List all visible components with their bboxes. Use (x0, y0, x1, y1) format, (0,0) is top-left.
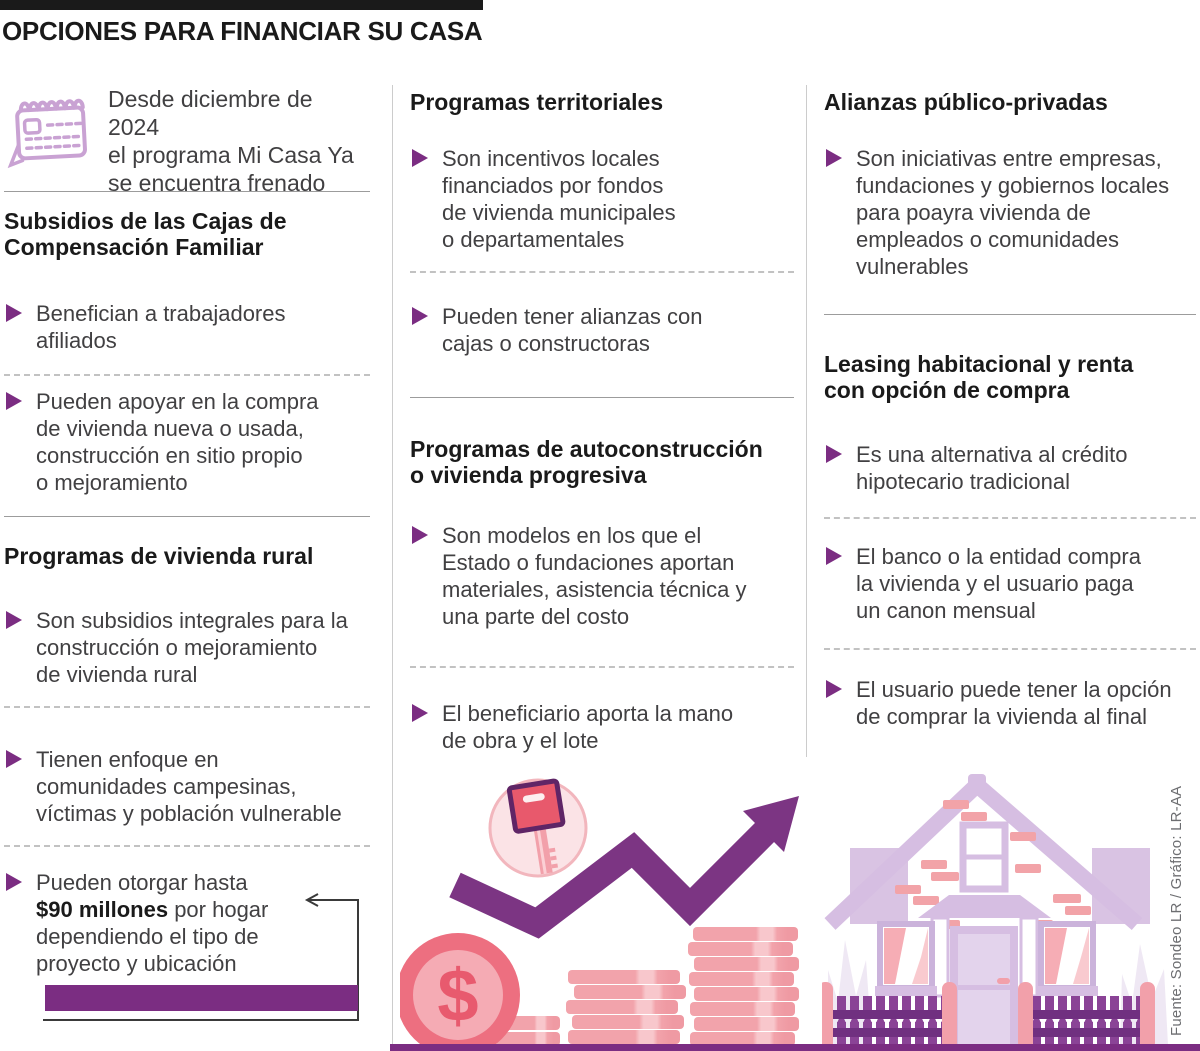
left-arrow-icon (304, 893, 319, 907)
amount-highlight: $90 millones (36, 897, 169, 922)
window-left (875, 921, 937, 996)
intro-text: Desde diciembre de 2024 el programa Mi C… (107, 86, 354, 196)
dashed-divider (824, 648, 1196, 650)
window-right (1036, 921, 1098, 996)
bullet-item: El beneficiario aporta la mano de obra y… (410, 700, 794, 754)
bullet-item: Pueden tener alianzas con cajas o constr… (410, 303, 794, 357)
fence-icon (822, 982, 1155, 1050)
bottom-accent-bar (390, 1044, 1200, 1051)
column-divider (392, 85, 393, 1045)
bullet-triangle-icon (6, 304, 22, 322)
column-middle: Programas territoriales Son incentivos l… (410, 85, 794, 754)
dashed-divider (410, 666, 794, 668)
section-divider (824, 314, 1196, 315)
page-title: OPCIONES PARA FINANCIAR SU CASA (2, 16, 483, 46)
bullet-item: Son iniciativas entre empresas, fundacio… (824, 145, 1196, 280)
bullet-text: Son iniciativas entre empresas, fundacio… (856, 146, 1170, 279)
section-divider (4, 191, 370, 192)
bullet-text: Benefician a trabajadores afiliados (36, 301, 286, 353)
dollar-coin-icon: $ (400, 933, 520, 1050)
section-heading-leasing: Leasing habitacional y renta con opción … (824, 351, 1134, 403)
dashed-divider (824, 517, 1196, 519)
bullet-item: Son incentivos locales financiados por f… (410, 145, 794, 253)
title-accent-bar (0, 0, 483, 10)
bullet-item: Benefician a trabajadores afiliados (4, 300, 370, 354)
bullet-text: Son modelos en los que el Estado o funda… (442, 523, 747, 629)
door (950, 926, 1018, 1045)
bullet-text: Es una alternativa al crédito hipotecari… (856, 442, 1128, 494)
column-divider (806, 85, 807, 757)
key-icon (488, 778, 588, 878)
amount-highlight-bar (45, 985, 358, 1011)
section-heading-territoriales: Programas territoriales (410, 89, 664, 115)
bullet-text: Son incentivos locales financiados por f… (442, 146, 676, 252)
roof (824, 774, 1143, 931)
bullet-triangle-icon (412, 704, 428, 722)
bullet-triangle-icon (6, 392, 22, 410)
bullet-triangle-icon (826, 680, 842, 698)
bullet-text: Pueden apoyar en la compra de vivienda n… (36, 389, 319, 495)
bullet-item: Son modelos en los que el Estado o funda… (410, 522, 794, 630)
coin-stacks-icon (496, 927, 799, 1050)
bullet-triangle-icon (412, 307, 428, 325)
bullet-text: El banco o la entidad compra la vivienda… (856, 544, 1141, 623)
section-heading-rural: Programas de vivienda rural (4, 543, 314, 569)
bullet-triangle-icon (826, 547, 842, 565)
bullet-triangle-icon (412, 149, 428, 167)
bullet-text-90-millones: Pueden otorgar hasta $90 millones por ho… (36, 869, 268, 977)
dashed-divider (4, 374, 370, 376)
intro-note: Desde diciembre de 2024 el programa Mi C… (4, 85, 370, 196)
bullet-text: Pueden tener alianzas con cajas o constr… (442, 304, 703, 356)
money-growth-illustration: $ (400, 778, 799, 1050)
section-heading-cajas: Subsidios de las Cajas de Compensación F… (4, 208, 287, 260)
bullet-triangle-icon (826, 149, 842, 167)
bullet-triangle-icon (6, 750, 22, 768)
bullet-item: Tienen enfoque en comunidades campesinas… (4, 746, 370, 827)
bullet-item: Es una alternativa al crédito hipotecari… (824, 441, 1196, 495)
bullet-triangle-icon (826, 445, 842, 463)
bullet-text: El beneficiario aporta la mano de obra y… (442, 701, 734, 753)
column-right: Alianzas público-privadas Son iniciativa… (824, 85, 1196, 730)
bullet-item: Pueden otorgar hasta $90 millones por ho… (4, 869, 370, 977)
calendar-icon (7, 98, 87, 169)
bullet-triangle-icon (6, 873, 22, 891)
bullet-text: Tienen enfoque en comunidades campesinas… (36, 747, 342, 826)
bullet-item: El usuario puede tener la opción de comp… (824, 676, 1196, 730)
attic-window (959, 821, 1009, 893)
porch (918, 895, 1051, 998)
dashed-divider (410, 271, 794, 273)
bullet-text: El usuario puede tener la opción de comp… (856, 677, 1172, 729)
bullet-item: El banco o la entidad compra la vivienda… (824, 543, 1196, 624)
growth-arrow-icon (449, 796, 799, 939)
bullet-triangle-icon (412, 526, 428, 544)
column-left: Desde diciembre de 2024 el programa Mi C… (4, 85, 370, 977)
amount-callout-bracket (43, 893, 359, 1021)
dashed-divider (4, 706, 370, 708)
section-heading-autoconstruccion: Programas de autoconstrucción o vivienda… (410, 436, 763, 488)
section-divider (410, 397, 794, 398)
bullet-item: Pueden apoyar en la compra de vivienda n… (4, 388, 370, 496)
house-icon (822, 774, 1168, 1050)
section-heading-alianzas: Alianzas público-privadas (824, 89, 1108, 115)
dashed-divider (4, 845, 370, 847)
source-credit: Fuente: Sondeo LR / Gráfico: LR-AA (1168, 785, 1185, 1036)
amount-post: por hogar dependiendo el tipo de proyect… (36, 897, 269, 976)
bullet-item: Son subsidios integrales para la constru… (4, 607, 370, 688)
bullet-text: Son subsidios integrales para la constru… (36, 608, 348, 687)
amount-pre: Pueden otorgar hasta (36, 870, 248, 895)
svg-text:$: $ (437, 954, 478, 1037)
bullet-triangle-icon (6, 611, 22, 629)
section-divider (4, 516, 370, 517)
